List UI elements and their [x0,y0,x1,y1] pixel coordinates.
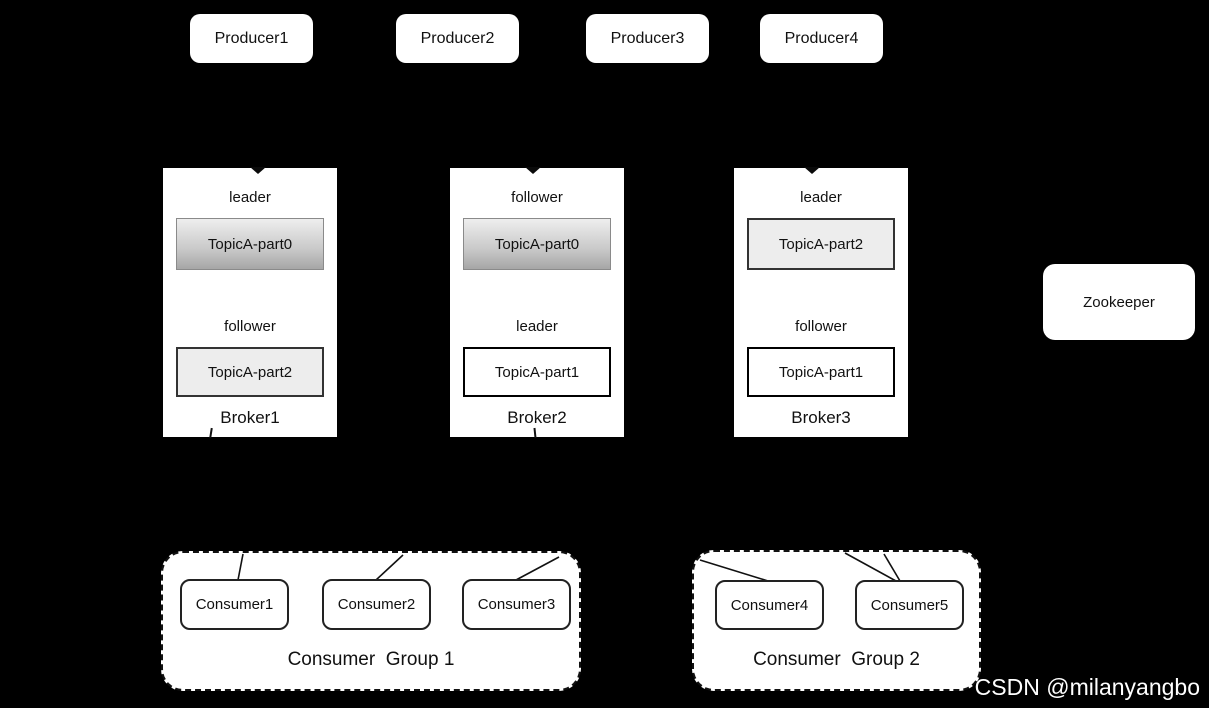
consumer5-label: Consumer5 [870,596,949,614]
broker1-partition-topicA-part2: TopicA-part2 [176,347,324,397]
zookeeper-label: Zookeeper [1083,293,1155,311]
broker3-partition-topicA-part1: TopicA-part1 [747,347,895,397]
consumer1-box: Consumer1 [180,579,289,630]
consumer-group2-connector-lines [699,552,901,582]
broker2-box: follower TopicA-part0 leader TopicA-part… [450,168,624,437]
consumer3-box: Consumer3 [462,579,571,630]
csdn-watermark: CSDN @milanyangbo [974,674,1200,700]
broker1-box: leader TopicA-part0 follower TopicA-part… [163,168,337,437]
broker1-partition-topicA-part0: TopicA-part0 [176,218,324,270]
arrowhead-into-broker2-icon [525,167,541,174]
producer3-label: Producer3 [610,29,685,47]
consumer-group1-connector-lines [237,553,560,581]
broker3-slot2-role: follower [795,318,847,335]
broker3-label: Broker3 [791,408,851,427]
broker3-box: leader TopicA-part2 follower TopicA-part… [734,168,908,437]
consumer3-label: Consumer3 [477,596,556,613]
producer4-box: Producer4 [760,14,883,63]
producer3-box: Producer3 [586,14,709,63]
producer1-label: Producer1 [214,29,289,47]
producer1-box: Producer1 [190,14,313,63]
broker3-partition-topicA-part2: TopicA-part2 [747,218,895,270]
producer2-box: Producer2 [396,14,519,63]
broker1-slot1-role: leader [229,189,271,206]
arrowhead-into-broker3-icon [804,167,820,174]
broker2-label: Broker2 [507,408,567,427]
zookeeper-box: Zookeeper [1043,264,1195,340]
broker2-partition-topicA-part1: TopicA-part1 [463,347,611,397]
broker2-slot1-role: follower [511,189,563,206]
consumer4-box: Consumer4 [715,580,824,630]
arrowhead-into-broker1-icon [250,167,266,174]
broker3-slot1-role: leader [800,189,842,206]
consumer-group1-label: Consumer Group 1 [287,649,455,670]
consumer4-label: Consumer4 [730,596,809,614]
broker1-slot2-role: follower [224,318,276,335]
producer2-label: Producer2 [420,29,495,47]
consumer-group2-box: Consumer4 Consumer5 Consumer Group 2 [692,550,981,691]
broker2-slot2-role: leader [516,318,558,335]
consumer-group2-label: Consumer Group 2 [753,649,920,670]
consumer2-label: Consumer2 [337,596,416,613]
consumer5-box: Consumer5 [855,580,964,630]
broker2-partition-topicA-part0: TopicA-part0 [463,218,611,270]
consumer-group1-box: Consumer1 Consumer2 Consumer3 Consumer G… [161,551,581,691]
producer4-label: Producer4 [784,29,859,47]
consumer1-label: Consumer1 [195,596,274,613]
broker1-label: Broker1 [220,408,280,427]
consumer2-box: Consumer2 [322,579,431,630]
